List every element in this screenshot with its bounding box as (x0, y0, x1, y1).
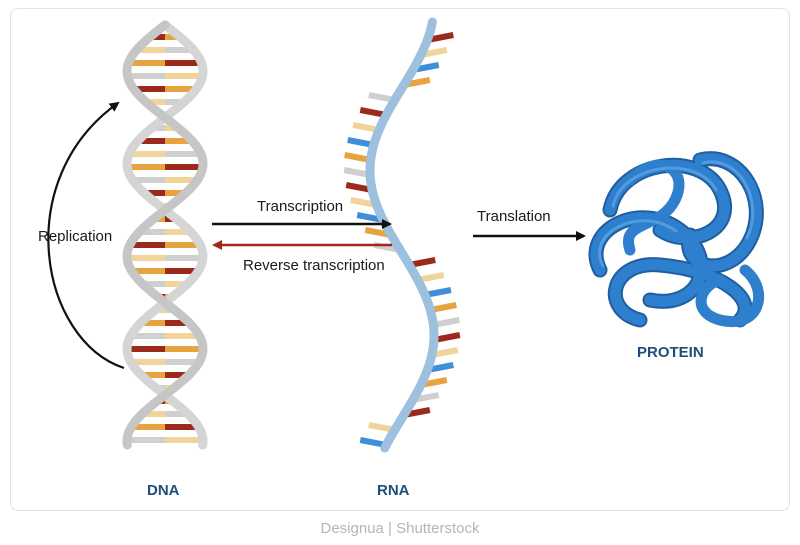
rna-backbone (365, 17, 439, 453)
image-credit: Designua | Shutterstock (320, 520, 480, 537)
dna-strand-b (122, 20, 208, 450)
dna-base (165, 177, 198, 183)
dna-base (130, 333, 165, 339)
dna-label: DNA (147, 482, 180, 499)
protein-structure (588, 151, 765, 328)
dna-base (165, 151, 201, 157)
dna-base (127, 437, 165, 443)
dna-base (144, 190, 165, 196)
dna-base (165, 372, 189, 378)
dna-base (165, 268, 199, 274)
dna-base (165, 281, 188, 287)
dna-base (133, 86, 165, 92)
dna-base (140, 320, 165, 326)
dna-base (165, 333, 200, 339)
dna-base (165, 164, 203, 170)
dna-helix (122, 20, 208, 450)
replication-label: Replication (38, 228, 113, 245)
dna-base (127, 346, 165, 352)
dna-base (165, 73, 203, 79)
dna-base (165, 359, 200, 365)
dna-base (165, 346, 203, 352)
dna-base (137, 138, 165, 144)
translation-label: Translation (477, 208, 551, 225)
dna-base (165, 190, 186, 196)
dna-base (165, 34, 181, 40)
dna-base (129, 242, 165, 248)
dna-base (165, 229, 191, 235)
dna-base (165, 86, 197, 92)
dna-base (149, 34, 165, 40)
dna-base (142, 281, 165, 287)
dna-base (131, 268, 165, 274)
dna-base (165, 99, 185, 105)
protein-label: PROTEIN (637, 344, 704, 361)
rna-strand (343, 17, 461, 453)
dna-base (141, 372, 165, 378)
dna-base (145, 99, 165, 105)
dna-base (130, 359, 165, 365)
dna-base (165, 60, 202, 66)
dna-base (165, 47, 194, 53)
dna-base (165, 411, 188, 417)
dna-base (132, 177, 165, 183)
dna-base (165, 424, 199, 430)
dna-base (127, 164, 165, 170)
dna-base (165, 242, 201, 248)
dna-base (165, 138, 193, 144)
dna-base (165, 437, 203, 443)
transcription-label: Transcription (257, 198, 344, 215)
dna-base (127, 255, 165, 261)
dna-base (165, 320, 190, 326)
dna-base (139, 229, 165, 235)
reverse-transcription-label: Reverse transcription (243, 257, 385, 274)
rna-label: RNA (377, 482, 410, 499)
dna-base (127, 73, 165, 79)
dna-base (165, 255, 203, 261)
dna-base (128, 60, 165, 66)
replication-arrow (47, 101, 125, 370)
dna-base (142, 411, 165, 417)
dna-base (136, 47, 165, 53)
dna-base (131, 424, 165, 430)
dna-strand-a (122, 20, 208, 450)
dna-base (129, 151, 165, 157)
